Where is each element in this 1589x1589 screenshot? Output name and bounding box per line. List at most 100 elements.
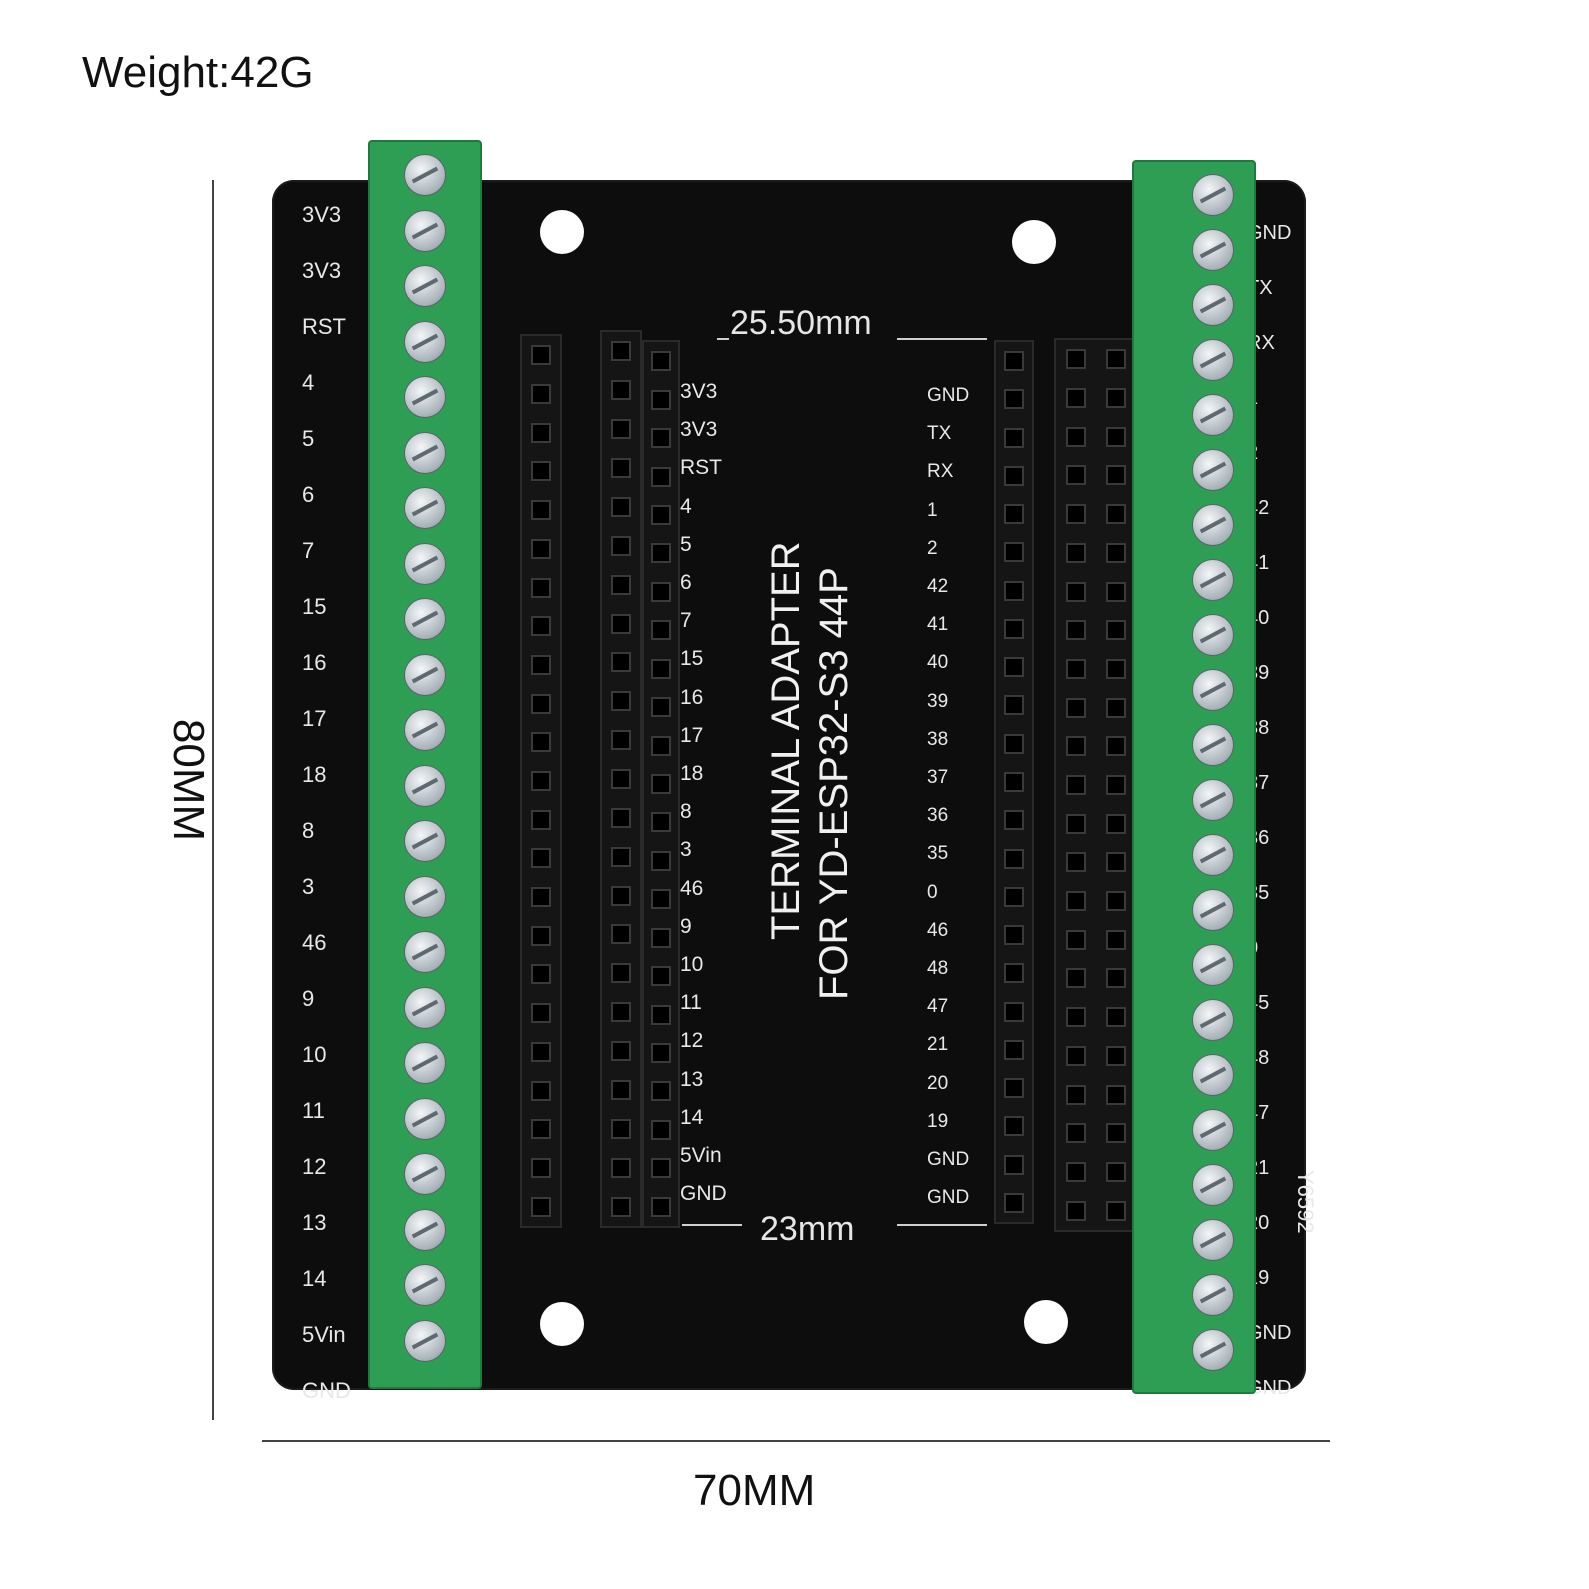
pin-label: GND [302,1378,351,1403]
header-pin [1004,695,1024,716]
header-pin [1066,1123,1086,1144]
header-pin [1004,351,1024,372]
pin-label: 15 [302,594,327,619]
header-pin [611,1196,631,1217]
header-pin [1066,891,1086,912]
header-pin [1004,504,1024,525]
header-pin [531,1119,551,1140]
header-pin [1106,1200,1126,1221]
pin-label: 1 [927,499,938,521]
terminal-screw [404,209,446,252]
header-pin [1004,848,1024,869]
pin-label: 3V3 [680,380,718,403]
header-pin [531,1003,551,1024]
terminal-screw [404,986,446,1029]
pin-label: 5 [302,426,315,451]
header-pin [651,1196,671,1217]
pin-label: RST [302,314,346,339]
header-pin [651,466,671,487]
header-pin [1106,1084,1126,1105]
header-pin [531,500,551,521]
header-pin [651,850,671,871]
pin-label: 47 [927,996,949,1018]
pin-label: GND [1247,222,1292,244]
terminal-screw [404,265,446,307]
header-pin [1004,1116,1024,1137]
female-header [1054,338,1138,1232]
terminal-screw [1192,284,1234,326]
header-pin [611,1079,631,1100]
header-pin [611,496,631,517]
header-pin [611,458,631,479]
pin-label: 17 [302,706,327,731]
header-pin [1106,1123,1126,1144]
terminal-screw [1192,889,1234,931]
pin-label: 35 [927,843,949,865]
header-pin [531,538,551,559]
board-title-line2: FOR YD-ESP32-S3 44P [812,567,856,1000]
pin-label: 3 [680,838,692,862]
terminal-screw [1192,339,1234,381]
pin-label: 3V3 [302,258,342,283]
terminal-screw [1192,504,1234,546]
header-pin [651,1043,671,1064]
dim-rule [897,1224,987,1226]
pin-label: 46 [927,919,949,941]
header-pin [531,925,551,946]
terminal-screw [1192,669,1234,711]
header-pin [1004,963,1024,984]
pin-label: 37 [927,767,949,788]
header-pin [651,351,671,372]
model-code: Y6592 [1293,1170,1318,1234]
header-pin [1004,1039,1024,1060]
header-pin [651,1158,671,1179]
terminal-screw [1192,1164,1234,1206]
header-pin [1106,1045,1126,1066]
header-pin [1066,697,1086,718]
pin-label: 11 [302,1098,325,1123]
header-pin [651,812,671,833]
pin-label: 38 [927,728,949,750]
header-pin [531,848,551,869]
left-screw-terminal-block [368,140,482,1389]
header-pin [1106,388,1126,409]
pin-label: GND [1247,1377,1292,1399]
header-pin [1106,658,1126,679]
header-pin [1106,581,1126,602]
pin-label: 39 [927,690,949,712]
header-pin [1106,891,1126,912]
header-pin [611,730,631,751]
header-pin [1004,580,1024,601]
terminal-screw [1192,1329,1234,1371]
pin-label: RX [927,461,954,483]
header-pin [1066,504,1086,525]
pin-label: 5 [680,532,692,556]
header-pin [611,341,631,362]
pin-label: 19 [927,1110,949,1132]
pin-label: GND [1247,1322,1292,1344]
dim-bottom-label: 23mm [760,1210,855,1248]
pin-label: 11 [680,991,702,1015]
header-pin [1066,426,1086,447]
header-pin [1004,618,1024,639]
header-pin [651,1081,671,1102]
pin-label: RST [680,456,722,480]
height-dimension-line [212,180,214,1420]
terminal-screw [1192,229,1234,271]
header-pin [1004,389,1024,410]
header-pin [1066,620,1086,641]
pin-label: 4 [302,370,315,395]
header-pin [1004,1001,1024,1022]
header-pin [1106,775,1126,795]
header-pin [651,428,671,449]
header-pin [611,769,631,789]
terminal-screw [404,487,446,529]
pin-label: 42 [927,576,949,597]
header-pin [611,691,631,712]
header-pin [651,889,671,910]
terminal-screw [1192,1054,1234,1096]
header-pin [1004,465,1024,486]
pin-label: 10 [680,953,704,976]
header-pin [531,616,551,637]
header-pin [531,384,551,405]
